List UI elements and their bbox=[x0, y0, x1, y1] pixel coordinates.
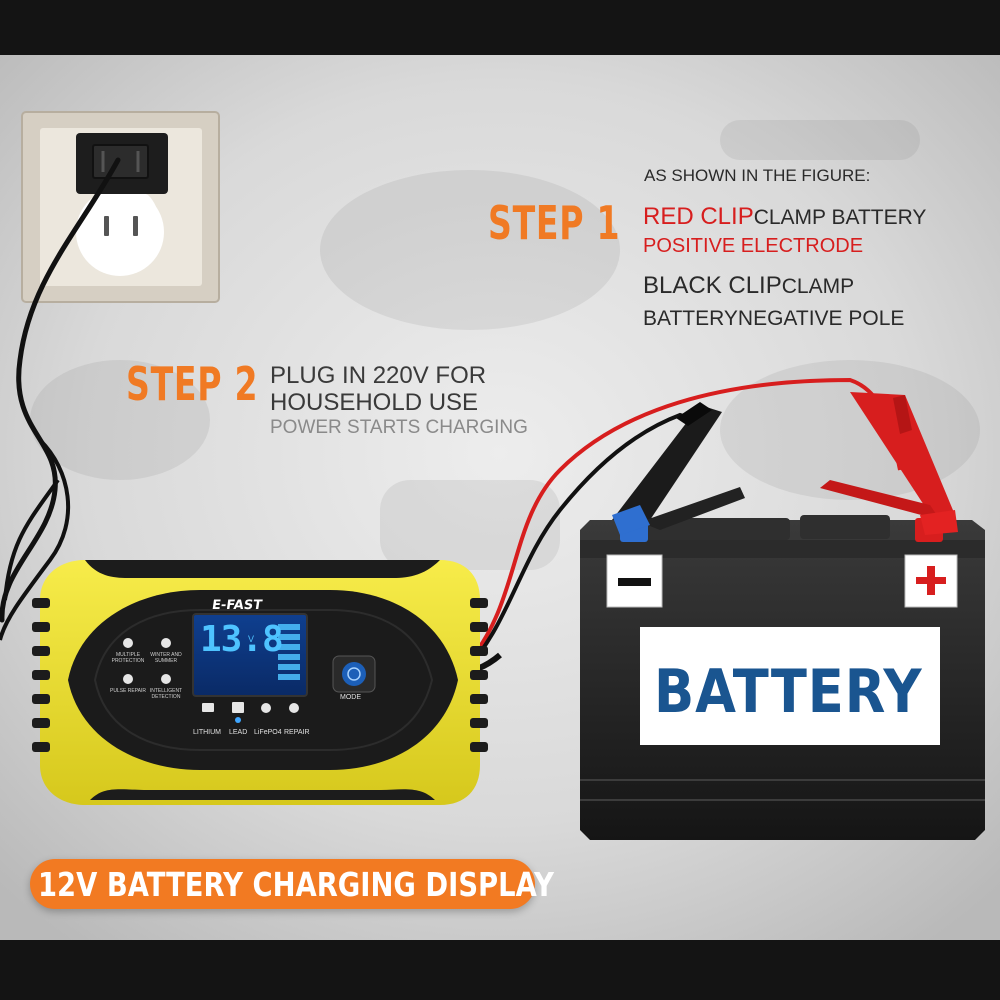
red-clip-line: RED CLIPCLAMP BATTERY bbox=[643, 203, 926, 231]
black-clip-line: BLACK CLIPCLAMP bbox=[643, 272, 854, 300]
mode-label-lead: LEAD bbox=[229, 729, 248, 736]
wall-socket bbox=[21, 111, 220, 303]
positive-electrode-text: POSITIVE ELECTRODE bbox=[643, 235, 864, 257]
black-line2-battery: BATTERY bbox=[643, 307, 738, 330]
mode-label-repair: REPAIR bbox=[284, 729, 310, 736]
display-banner bbox=[30, 859, 535, 909]
black-clip-tail: CLAMP bbox=[781, 275, 855, 298]
step1-title: STEP 1 bbox=[488, 196, 621, 250]
step2-line3: POWER STARTS CHARGING bbox=[270, 417, 528, 438]
lcd-voltage-value: 13.8 bbox=[200, 619, 284, 660]
func-label-winter: WINTER AND SUMMER bbox=[150, 652, 182, 664]
charger-brand: E-FAST bbox=[210, 598, 264, 613]
negative-pole-line: BATTERYNEGATIVE POLE bbox=[643, 307, 904, 331]
display-banner-text: 12V BATTERY CHARGING DISPLAY bbox=[38, 865, 554, 904]
power-cord bbox=[0, 157, 121, 623]
black-line2-negative: NEGATIVE POLE bbox=[737, 307, 905, 330]
mode-label-lithium: LITHIUM bbox=[193, 729, 221, 736]
black-clamp bbox=[612, 402, 745, 535]
instructions-intro: AS SHOWN IN THE FIGURE: bbox=[644, 166, 871, 185]
red-clip-tail: CLAMP BATTERY bbox=[753, 206, 927, 229]
charger-body bbox=[32, 560, 488, 805]
battery-label-panel bbox=[640, 627, 940, 745]
func-label-detection: INTELLIGENT DETECTION bbox=[149, 688, 183, 700]
func-label-pulse: PULSE REPAIR bbox=[109, 688, 147, 694]
red-clamp bbox=[820, 392, 958, 535]
step2-title: STEP 2 bbox=[126, 357, 259, 411]
func-label-protection: MULTIPLE PROTECTION bbox=[111, 652, 145, 664]
battery-label: BATTERY bbox=[654, 657, 923, 727]
lcd-voltage-unit: V bbox=[248, 634, 255, 644]
step2-line2: HOUSEHOLD USE bbox=[270, 389, 479, 416]
black-clip-label: BLACK CLIP bbox=[643, 272, 782, 299]
battery-body bbox=[580, 515, 985, 840]
step2-line1: PLUG IN 220V FOR bbox=[270, 362, 487, 389]
red-clip-label: RED CLIP bbox=[643, 203, 754, 230]
mode-button-label: MODE bbox=[340, 694, 361, 701]
mode-label-lifepo4: LiFePO4 bbox=[254, 729, 282, 736]
